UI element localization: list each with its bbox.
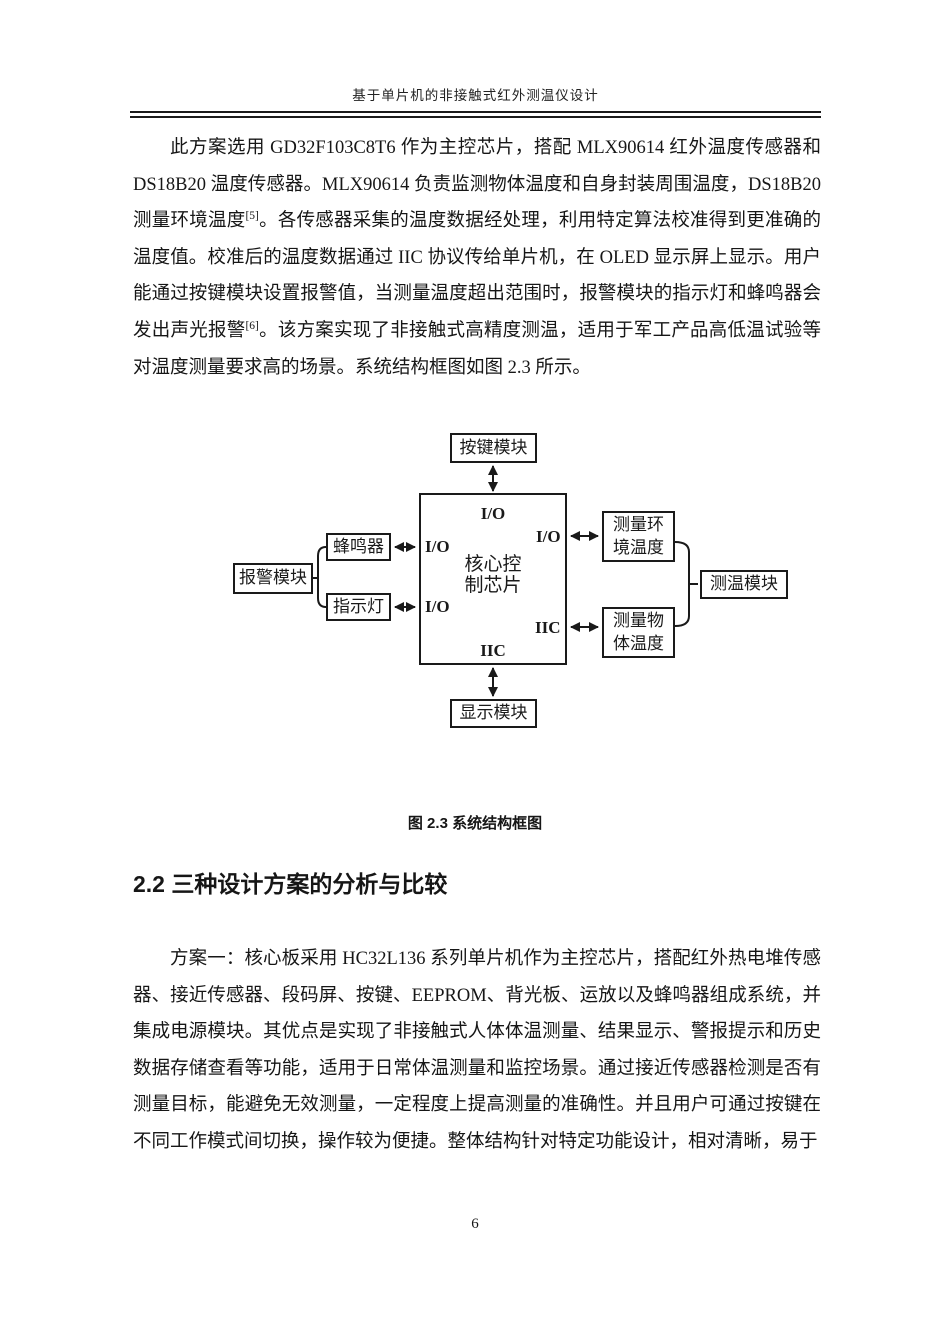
paragraph-text: 。各传感器采集的温度数据经处理，利用特定算法校准得到更准确的温度值。校准后的温度… <box>133 211 821 341</box>
page-number: 6 <box>471 1216 479 1232</box>
diagram-connectors <box>313 465 698 697</box>
diagram-box-core-chip <box>419 493 567 665</box>
diagram-box-indicator: 指示灯 <box>326 593 391 621</box>
section-heading: 2.2 三种设计方案的分析与比较 <box>133 871 448 897</box>
system-block-diagram: 按键模块 蜂鸣器 指示灯 报警模块 测量环 境温度 测量物 体温度 测温模块 显… <box>0 425 950 737</box>
paragraph-text: 。该方案实现了非接触式高精度测温，适用于军工产品高低温试验等对温度测量要求高的场… <box>133 320 821 378</box>
port-label-io-left-upper: I/O <box>425 537 450 556</box>
paragraph-scheme-one: 方案一：核心板采用 HC32L136 系列单片机作为主控芯片，搭配红外热电堆传感… <box>133 949 821 1152</box>
citation-ref-5: [5] <box>245 210 259 223</box>
diagram-box-temp-module: 测温模块 <box>700 570 788 599</box>
diagram-box-buzzer: 蜂鸣器 <box>326 533 391 561</box>
port-label-io-left-lower: I/O <box>425 597 450 616</box>
citation-ref-6: [6] <box>245 319 259 332</box>
header-double-rule <box>130 111 821 118</box>
bracket-temp-group <box>674 541 698 627</box>
diagram-box-alarm-module: 报警模块 <box>233 563 313 594</box>
port-label-iic-bottom: IIC <box>480 641 506 660</box>
core-chip-label: 核心控 制芯片 <box>464 554 522 596</box>
diagram-box-key-module: 按键模块 <box>450 433 537 463</box>
page-header-title: 基于单片机的非接触式红外测温仪设计 <box>352 88 599 103</box>
diagram-box-obj-temp: 测量物 体温度 <box>602 607 675 658</box>
paragraph-text: 此方案选用 GD32F103C8T6 作为主控芯片，搭配 MLX90614 红外… <box>133 138 821 232</box>
paragraph-scheme-description: 此方案选用 GD32F103C8T6 作为主控芯片，搭配 MLX90614 红外… <box>133 130 821 386</box>
port-label-io-right-upper: I/O <box>536 527 561 546</box>
bracket-alarm-group <box>313 546 327 608</box>
figure-caption: 图 2.3 系统结构框图 <box>407 815 543 832</box>
diagram-box-display-module: 显示模块 <box>450 699 537 728</box>
diagram-box-env-temp: 测量环 境温度 <box>602 511 675 562</box>
port-label-io-top: I/O <box>480 504 506 523</box>
port-label-iic-right-lower: IIC <box>535 618 561 637</box>
